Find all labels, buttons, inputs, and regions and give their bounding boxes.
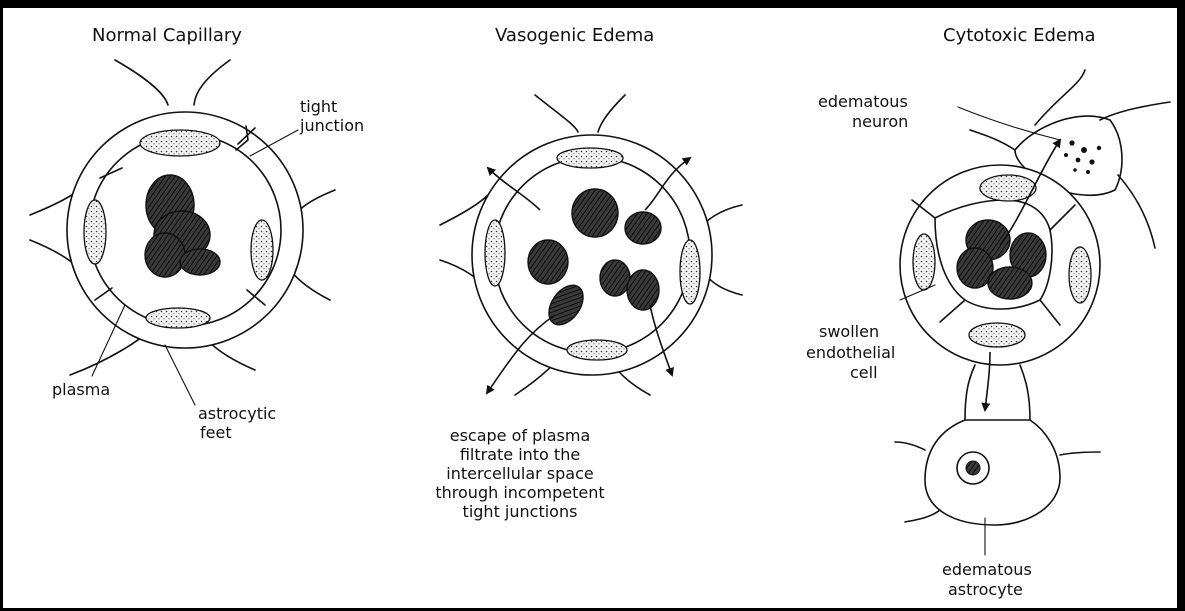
edematous-astrocyte [925,420,1060,525]
endothelial-nucleus [251,220,273,280]
red-blood-cell [988,267,1032,299]
label-plasma: plasma [52,380,110,399]
label-edematous-neuron: edematous [818,92,908,111]
capillary-lumen [494,157,690,353]
endothelial-nucleus [969,323,1025,347]
label-astrocyte: astrocyte [948,580,1023,599]
label-neuron: neuron [852,112,908,131]
endothelial-nucleus [1069,247,1091,303]
endothelial-nucleus [146,308,210,328]
endothelial-nucleus [913,234,935,290]
label-swollen: swollen [819,322,879,341]
endothelial-nucleus [557,148,623,168]
normal-capillary-illustration [30,60,335,405]
label-cell: cell [850,363,878,382]
red-blood-cell [145,233,185,277]
cytotoxic-edema-illustration [895,70,1170,555]
endothelial-nucleus [84,200,106,264]
red-blood-cell [180,249,220,275]
panel-title-cytotoxic: Cytotoxic Edema [943,25,1096,46]
panel-title-normal: Normal Capillary [92,25,242,46]
endothelial-nucleus [140,130,220,156]
panel-title-vasogenic: Vasogenic Edema [495,25,654,46]
endothelial-nucleus [680,240,700,304]
caption-line: intercellular space [446,464,593,483]
endothelial-nucleus [567,340,627,360]
red-blood-cell [625,212,661,244]
label-junction: junction [299,116,364,135]
endothelial-nucleus [980,175,1036,201]
caption-line: escape of plasma [450,426,591,445]
caption-line: through incompetent [435,483,604,502]
caption-line: tight junctions [463,502,578,521]
vasogenic-edema-illustration [440,95,742,395]
label-tight: tight [300,97,337,116]
label-astrocytic: astrocytic [198,404,276,423]
label-edematous-astrocyte: edematous [942,560,1032,579]
endothelial-nucleus [485,220,505,286]
label-feet: feet [200,423,232,442]
red-blood-cell [528,240,568,284]
red-blood-cell [627,270,659,310]
caption-line: filtrate into the [460,445,580,464]
red-blood-cell [600,260,630,296]
red-blood-cell [572,189,618,237]
label-endothelial: endothelial [806,343,895,362]
